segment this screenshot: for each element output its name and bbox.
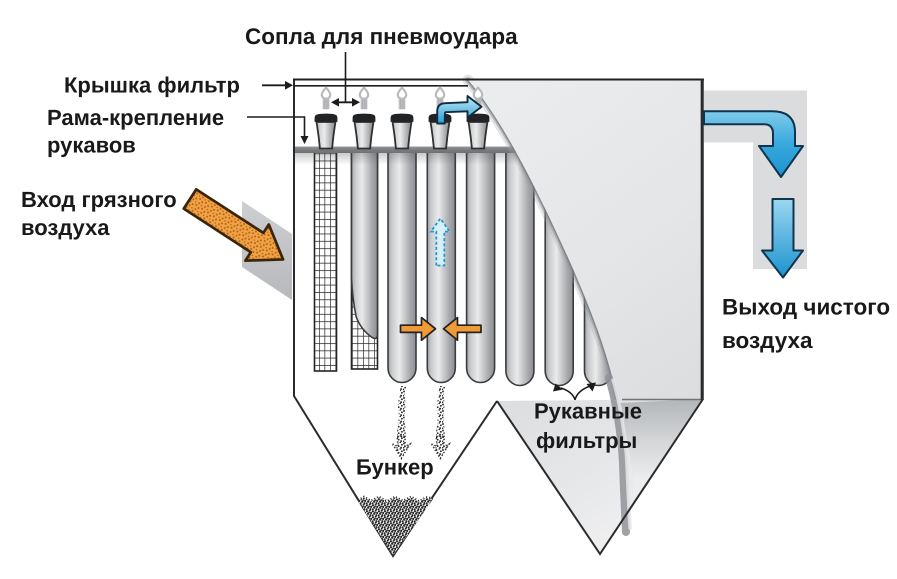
svg-text:воздуха: воздуха <box>21 215 110 240</box>
svg-text:Крышка фильтр: Крышка фильтр <box>64 73 240 98</box>
svg-text:Сопла для пневмоудара: Сопла для пневмоудара <box>245 24 518 49</box>
svg-text:Выход чистого: Выход чистого <box>722 295 890 320</box>
svg-text:Вход грязного: Вход грязного <box>21 187 177 212</box>
svg-text:рукавов: рукавов <box>47 133 136 158</box>
svg-text:фильтры: фильтры <box>536 428 637 453</box>
svg-text:Бункер: Бункер <box>356 455 434 480</box>
svg-text:Рукавные: Рукавные <box>534 399 642 424</box>
svg-text:Рама-крепление: Рама-крепление <box>47 105 224 130</box>
svg-text:воздуха: воздуха <box>722 328 813 353</box>
